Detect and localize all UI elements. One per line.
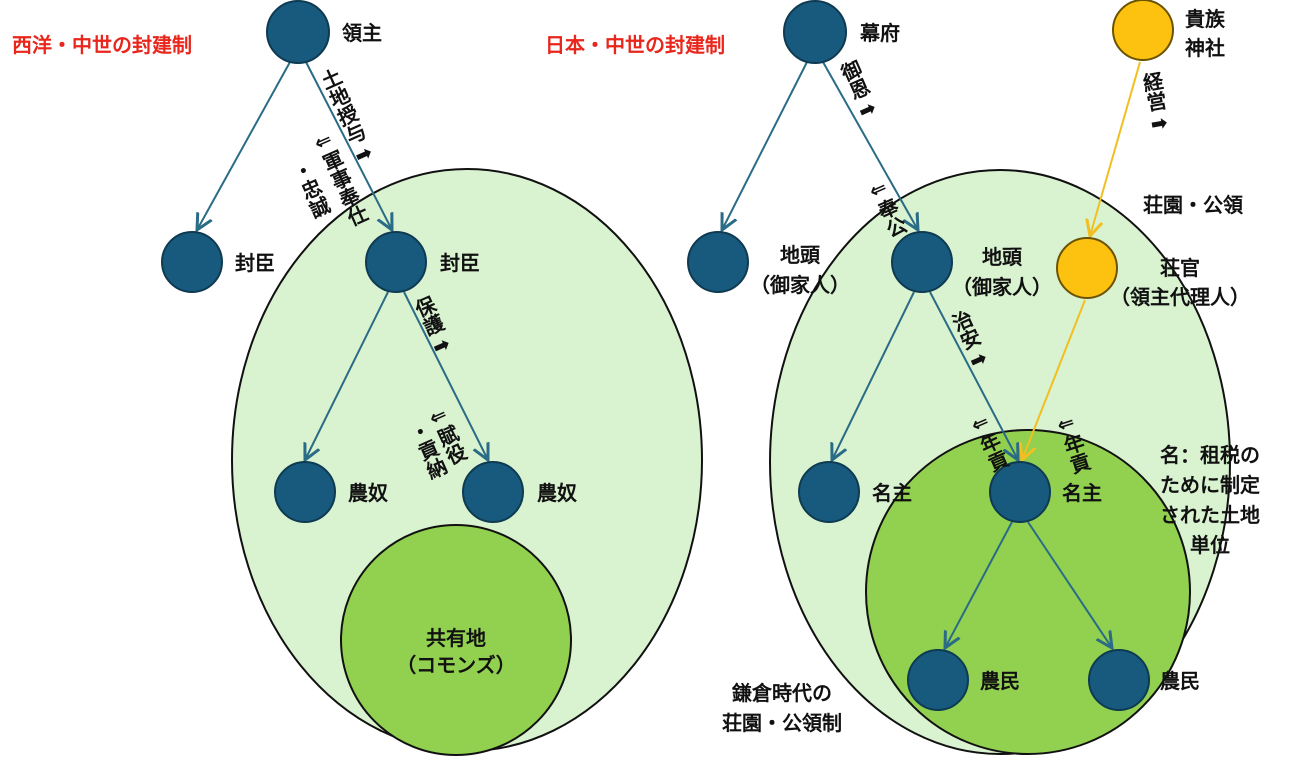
peasant-left-node bbox=[907, 649, 969, 711]
peasant-right-label: 農民 bbox=[1160, 669, 1200, 693]
right-title: 日本・中世の封建制 bbox=[545, 33, 725, 57]
commons-label: 共有地（コモンズ） bbox=[396, 626, 516, 677]
vassal-left-node bbox=[161, 231, 223, 293]
myoshu-right-node bbox=[989, 461, 1051, 523]
myoshu-left-label: 名主 bbox=[872, 481, 912, 505]
myoshu-right-label: 名主 bbox=[1062, 481, 1102, 505]
left-title: 西洋・中世の封建制 bbox=[12, 33, 192, 57]
edge-keiei: 経営➡ bbox=[1138, 69, 1173, 138]
serf-right-label: 農奴 bbox=[537, 481, 577, 505]
nobles-node bbox=[1112, 0, 1174, 61]
peasant-left-label: 農民 bbox=[980, 669, 1020, 693]
serf-right-node bbox=[462, 461, 524, 523]
jito-right-node bbox=[891, 231, 953, 293]
serf-left-node bbox=[274, 461, 336, 523]
shokan-label: 荘官（領主代理人） bbox=[1110, 256, 1250, 309]
serf-left-label: 農奴 bbox=[348, 481, 388, 505]
lord-node bbox=[266, 0, 330, 64]
jito-right-label: 地頭（御家人） bbox=[952, 245, 1052, 299]
jito-left-label: 地頭（御家人） bbox=[750, 243, 850, 297]
vassal-right-label: 封臣 bbox=[440, 251, 480, 275]
vassal-right-node bbox=[365, 231, 427, 293]
shokan-node bbox=[1056, 237, 1118, 299]
edge-goon: 御恩➡ bbox=[834, 56, 883, 126]
peasant-right-node bbox=[1088, 649, 1150, 711]
vassal-left-label: 封臣 bbox=[235, 251, 275, 275]
shogunate-label: 幕府 bbox=[859, 21, 900, 45]
nobles-label: 貴族神社 bbox=[1185, 7, 1226, 60]
myoshu-left-node bbox=[798, 461, 860, 523]
shogunate-node bbox=[783, 0, 847, 64]
estate-label: 荘園・公領 bbox=[1143, 193, 1244, 217]
system-label: 鎌倉時代の荘園・公領制 bbox=[722, 681, 842, 735]
commons-circle bbox=[340, 524, 572, 756]
jito-left-node bbox=[687, 231, 749, 293]
myo-note: 名：租税のために制定された土地単位 bbox=[1160, 443, 1260, 557]
lord-label: 領主 bbox=[342, 21, 382, 45]
